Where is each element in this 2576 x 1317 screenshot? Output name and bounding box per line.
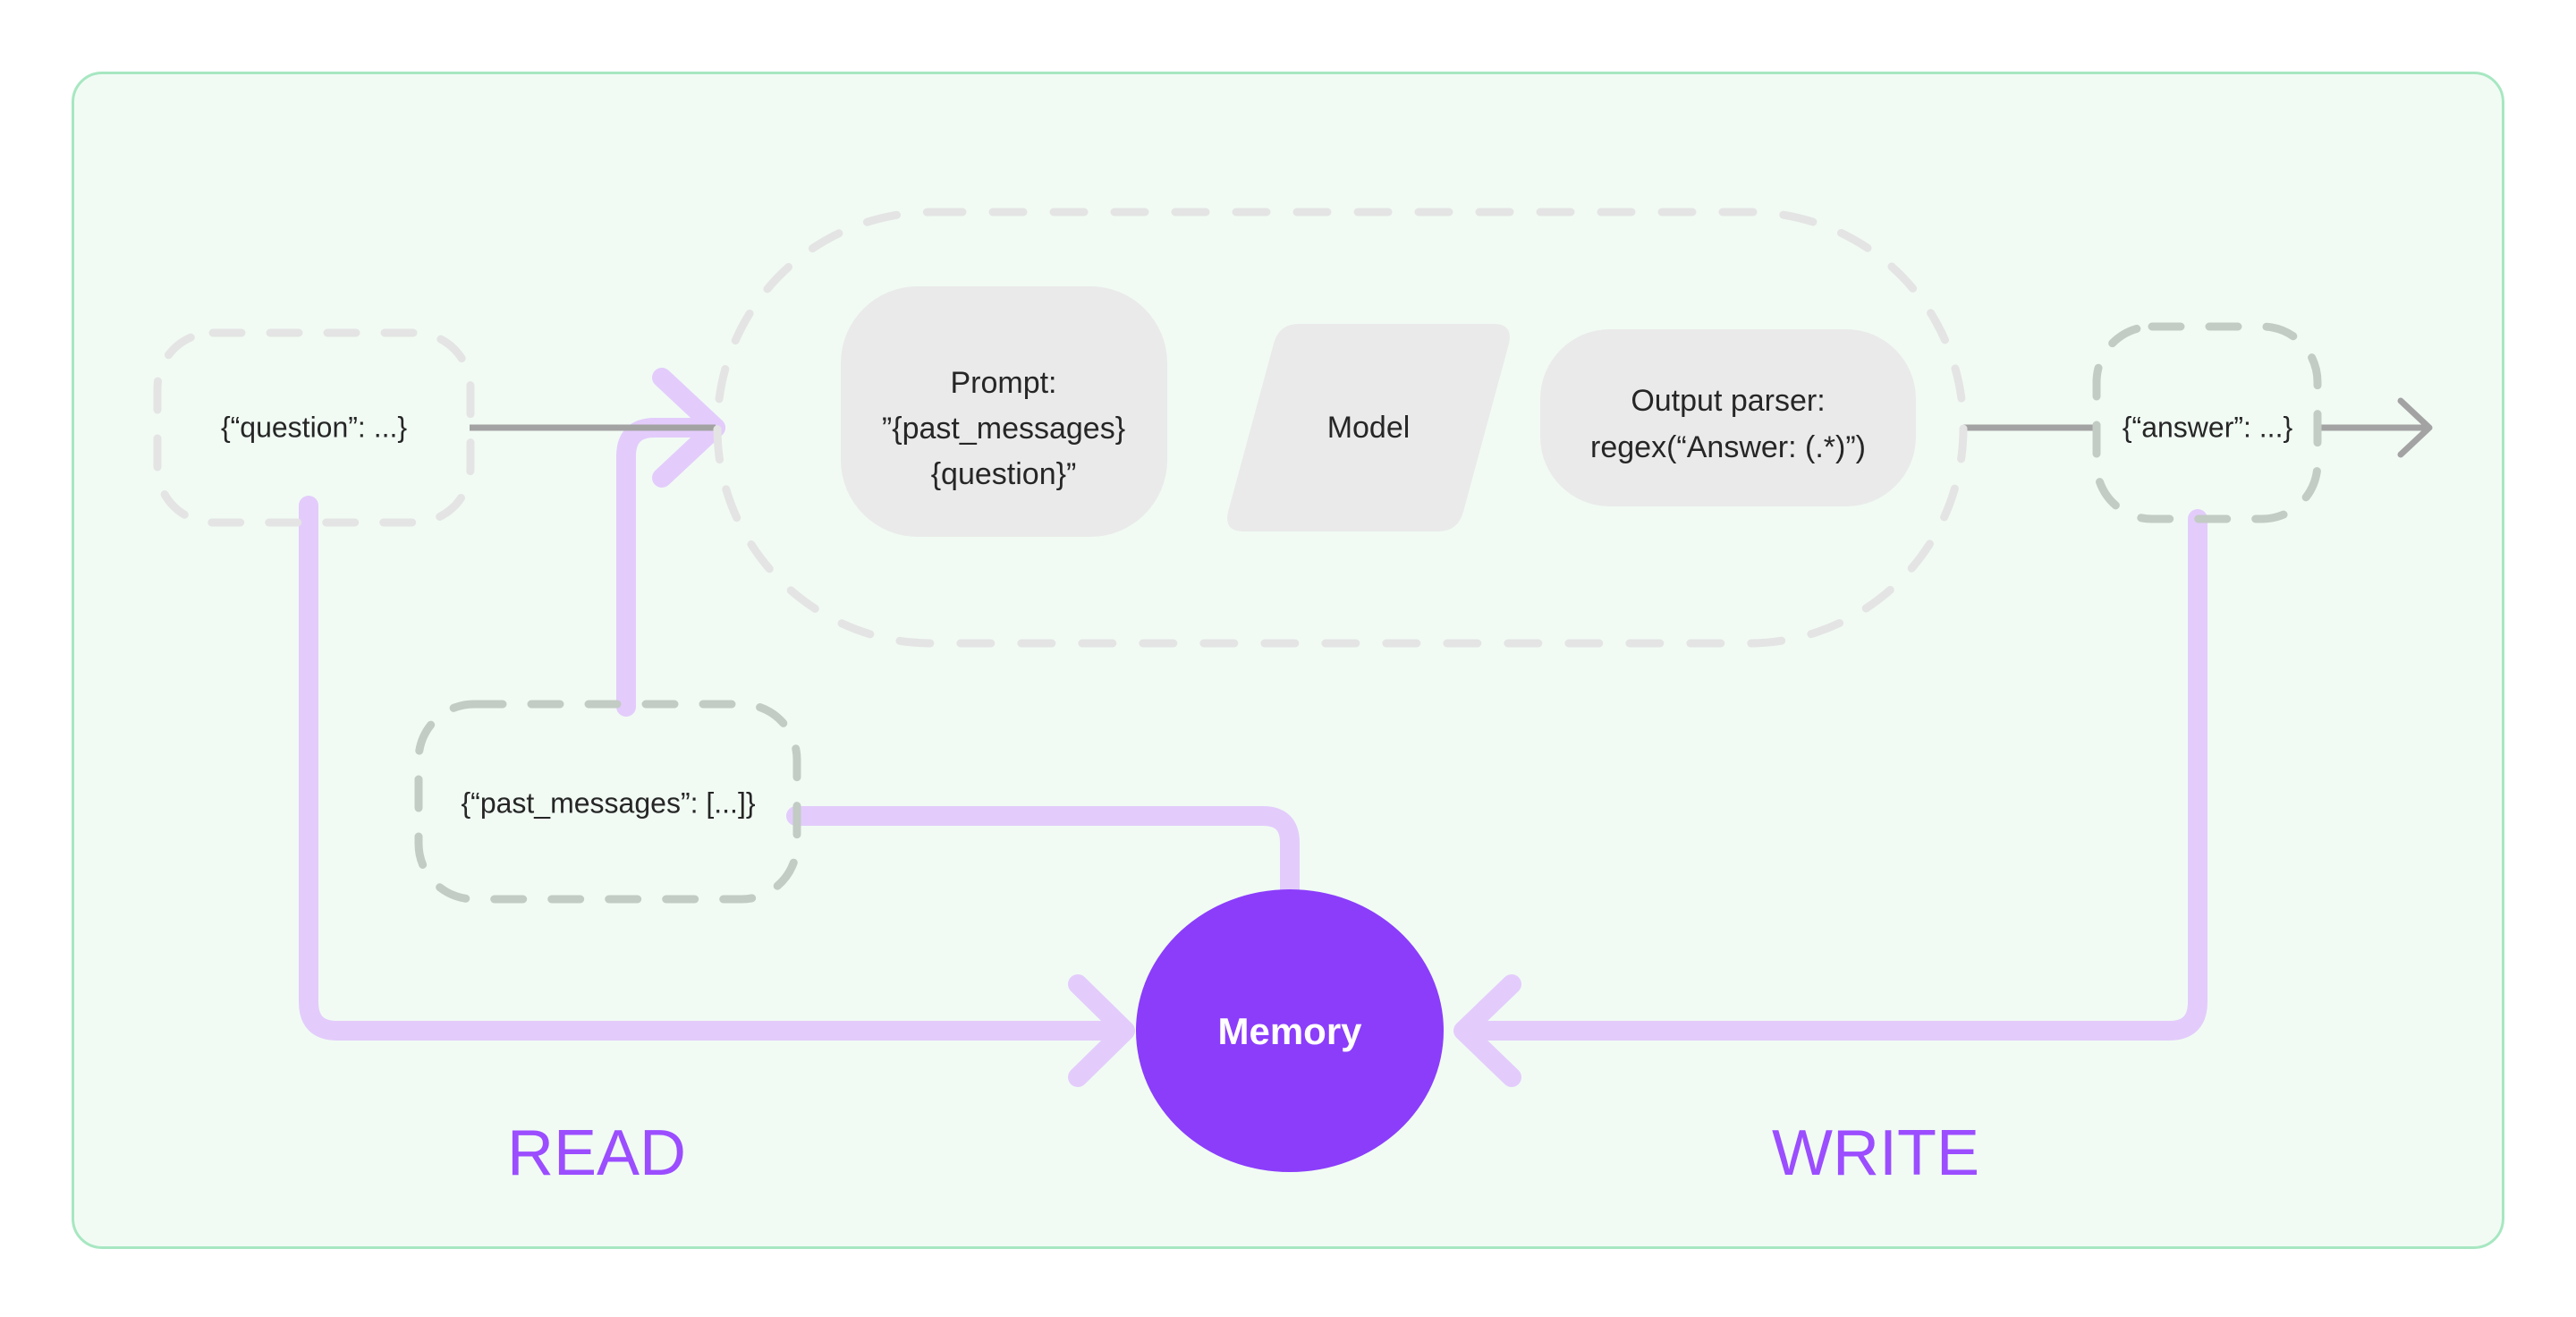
prompt-node-shape bbox=[841, 286, 1167, 537]
edge-question-to-memory bbox=[299, 496, 1123, 1041]
write-label: WRITE bbox=[1772, 1117, 1979, 1189]
memory-node[interactable]: Memory bbox=[1136, 889, 1444, 1172]
prompt-node-line-1: Prompt: bbox=[950, 366, 1056, 400]
memory-node-shape bbox=[1136, 889, 1444, 1172]
past-messages-node-shape bbox=[414, 700, 801, 904]
prompt-node-line-2: ”{past_messages} bbox=[882, 412, 1125, 446]
output-parser-line-2: regex(“Answer: (.*)”) bbox=[1590, 430, 1866, 464]
io-node-question[interactable]: {“question”: ...} bbox=[153, 328, 475, 527]
output-parser-line-1: Output parser: bbox=[1631, 384, 1825, 418]
chain-node-prompt[interactable]: Prompt: ”{past_messages} {question}” bbox=[841, 286, 1167, 537]
io-node-answer[interactable]: {“answer”: ...} bbox=[2092, 322, 2322, 523]
chain-node-output-parser[interactable]: Output parser: regex(“Answer: (.*)”) bbox=[1540, 329, 1916, 506]
edge-answer-to-output-arrowhead bbox=[2397, 397, 2433, 458]
edge-question-to-memory-arrowhead bbox=[1068, 974, 1135, 1087]
model-node-label: Model bbox=[1327, 411, 1411, 445]
memory-node-label: Memory bbox=[1217, 1010, 1362, 1052]
answer-node-label: {“answer”: ...} bbox=[2123, 411, 2293, 443]
question-node-label: {“question”: ...} bbox=[221, 411, 407, 443]
output-parser-node-shape bbox=[1540, 329, 1916, 506]
prompt-node-line-3: {question}” bbox=[931, 457, 1077, 491]
chain-boundary bbox=[713, 208, 1968, 648]
chain-node-model[interactable]: Model bbox=[1227, 324, 1510, 531]
model-node-shape bbox=[1227, 324, 1510, 531]
answer-node-shape bbox=[2092, 322, 2322, 523]
io-node-past-messages[interactable]: {“past_messages”: [...]} bbox=[414, 700, 801, 904]
edge-past-messages-to-memory bbox=[786, 806, 1300, 931]
read-label: READ bbox=[507, 1117, 686, 1189]
flow-paths-purple bbox=[299, 368, 2207, 1087]
edge-answer-to-memory bbox=[1462, 509, 2207, 1041]
flow-paths-gray bbox=[470, 397, 2433, 458]
past-messages-node-label: {“past_messages”: [...]} bbox=[461, 786, 755, 819]
edge-answer-to-memory-arrowhead bbox=[1453, 974, 1521, 1087]
